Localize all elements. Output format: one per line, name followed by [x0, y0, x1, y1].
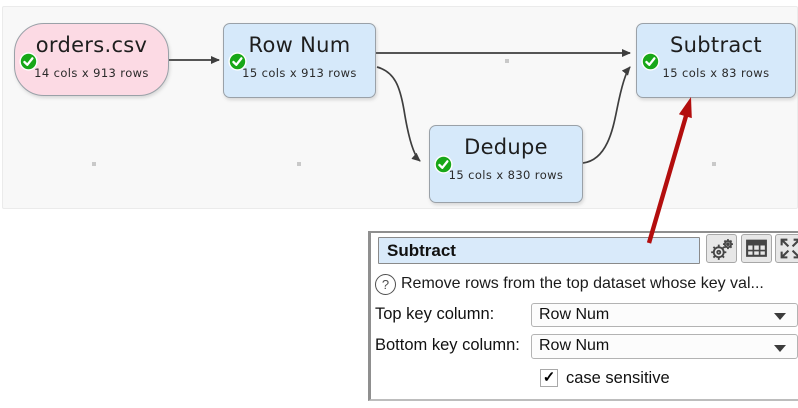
- top-key-select[interactable]: Row Num: [531, 303, 798, 327]
- connector-dedupe-to-subtract: [582, 66, 631, 164]
- expand-arrows-icon: [780, 238, 798, 259]
- top-key-label: Top key column:: [375, 305, 495, 323]
- node-orders-csv[interactable]: orders.csv 14 cols x 913 rows: [14, 23, 169, 96]
- success-check-icon: [641, 52, 660, 71]
- table-icon: [746, 239, 767, 257]
- chevron-down-icon: [774, 345, 786, 352]
- transform-properties-panel: ? Remove rows from the top dataset whose…: [368, 231, 798, 401]
- top-key-value: Row Num: [539, 306, 610, 323]
- grid-dot: [297, 162, 301, 166]
- case-sensitive-checkbox[interactable]: ✓: [540, 369, 558, 387]
- node-stats: 15 cols x 913 rows: [242, 66, 357, 80]
- node-subtract[interactable]: Subtract 15 cols x 83 rows: [636, 23, 796, 98]
- bottom-key-value: Row Num: [539, 337, 610, 354]
- grid-dot: [712, 162, 716, 166]
- help-icon[interactable]: ?: [375, 274, 396, 295]
- node-stats: 15 cols x 83 rows: [662, 66, 770, 80]
- bottom-key-select[interactable]: Row Num: [531, 334, 798, 359]
- case-sensitive-label: case sensitive: [566, 369, 670, 387]
- settings-button[interactable]: [706, 234, 737, 263]
- grid-dot: [92, 162, 96, 166]
- transform-description: Remove rows from the top dataset whose k…: [401, 275, 764, 292]
- node-dedupe[interactable]: Dedupe 15 cols x 830 rows: [429, 125, 583, 203]
- node-title: Dedupe: [464, 135, 548, 159]
- node-stats: 14 cols x 913 rows: [34, 66, 149, 80]
- node-title: Row Num: [248, 33, 351, 57]
- node-title: Subtract: [670, 33, 762, 57]
- table-view-button[interactable]: [741, 234, 772, 263]
- node-title: orders.csv: [35, 33, 148, 57]
- flow-canvas[interactable]: orders.csv 14 cols x 913 rows Row Num 15…: [2, 6, 798, 209]
- expand-button[interactable]: [775, 234, 798, 263]
- success-check-icon: [228, 52, 247, 71]
- gear-icon: [710, 238, 733, 260]
- success-check-icon: [19, 52, 38, 71]
- chevron-down-icon: [774, 313, 786, 320]
- node-stats: 15 cols x 830 rows: [448, 168, 564, 182]
- bottom-key-label: Bottom key column:: [375, 336, 520, 354]
- connector-rownum-to-dedupe: [376, 66, 421, 162]
- success-check-icon: [434, 155, 453, 174]
- transform-name-input[interactable]: [378, 237, 700, 264]
- node-row-num[interactable]: Row Num 15 cols x 913 rows: [223, 23, 376, 98]
- grid-dot: [505, 59, 509, 63]
